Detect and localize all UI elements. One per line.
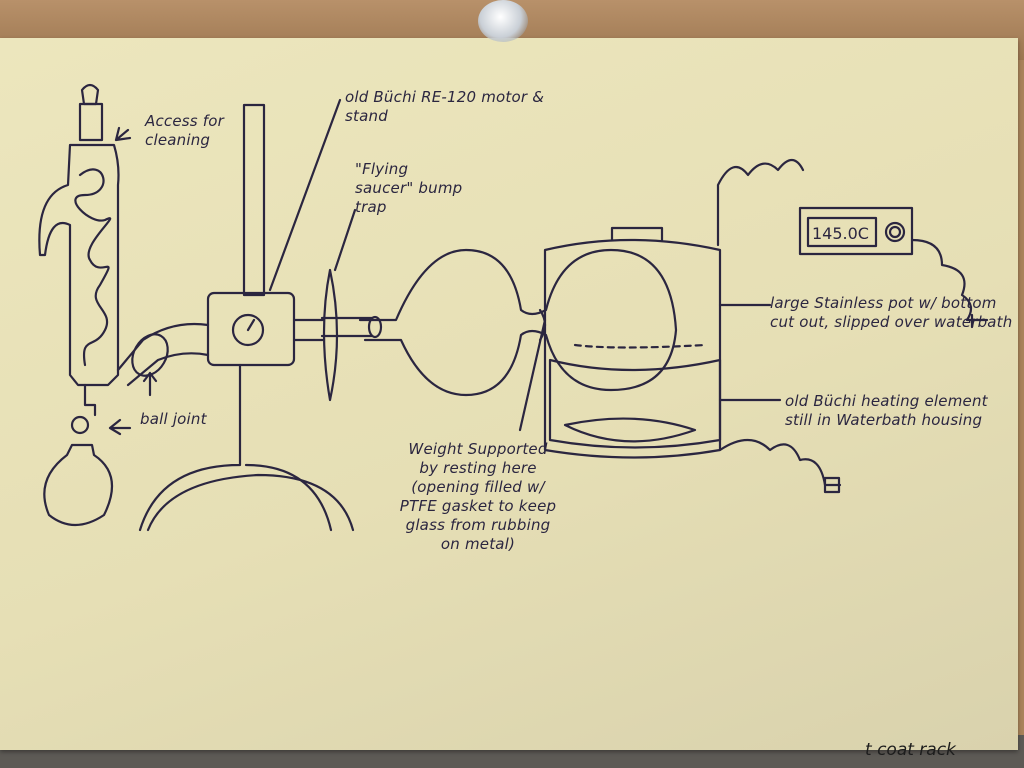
label-motor-stand: old Büchi RE-120 motor & stand [345,88,545,125]
temperature-controller-drawing [798,206,989,329]
push-pin [478,0,528,42]
controller-display: 145.0C [812,224,869,243]
label-access-for-cleaning: Access for cleaning [145,112,225,149]
pot-drawing [543,158,842,494]
label-weight-support: Weight Supported by resting here (openin… [399,440,557,553]
rotovap-stand-drawing [138,103,355,532]
paper-card [0,38,1018,750]
label-heating-element: old Büchi heating element still in Water… [785,392,988,429]
background-note: t coat rack [865,740,956,760]
label-leader-lines [268,98,547,432]
ball-joint-drawing [116,322,210,397]
label-ball-joint: ball joint [140,410,207,428]
condenser-drawing [38,83,132,527]
bump-trap-drawing [320,248,678,402]
label-bump-trap: "Flying saucer" bump trap [355,160,463,216]
label-stainless-pot: large Stainless pot w/ bottom cut out, s… [770,294,1013,331]
